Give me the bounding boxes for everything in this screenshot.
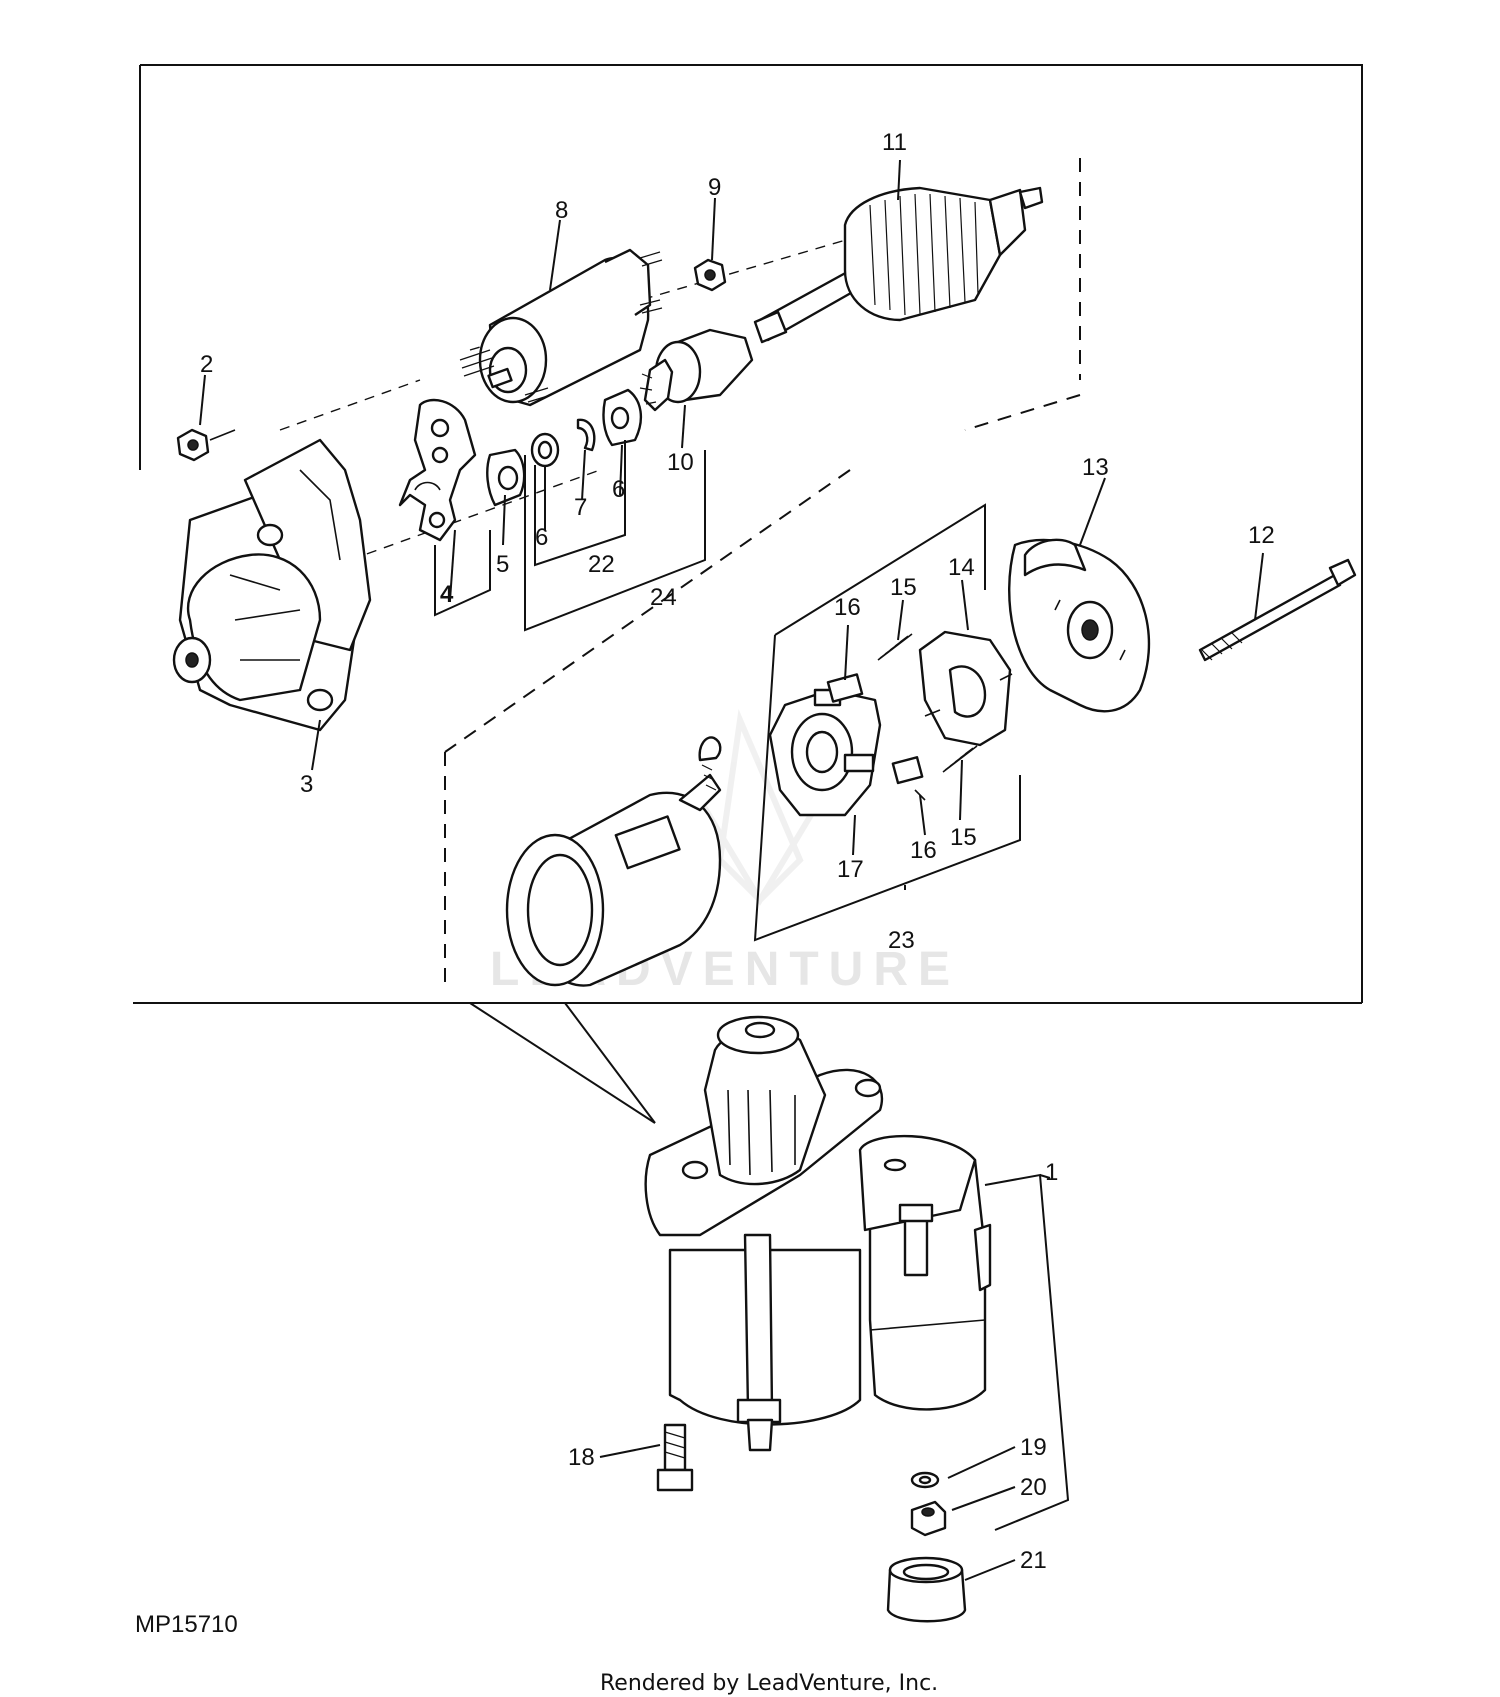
callout-labels: 1 2 3 4 5 6 6 7 8 9 10 11 12 13 14 15 15… [200, 129, 1275, 1574]
nut-part-20 [910, 1500, 947, 1537]
assembly-axes [279, 158, 1081, 985]
brush-part-16-upper [826, 673, 864, 703]
callout-2: 2 [200, 351, 213, 378]
callout-11: 11 [882, 129, 907, 156]
group-bracket-24 [524, 450, 706, 632]
callout-16-lower: 16 [910, 837, 937, 864]
callout-8: 8 [555, 197, 568, 224]
nut-part-9 [693, 258, 727, 292]
callout-21: 21 [1020, 1547, 1047, 1574]
group-bracket-22 [534, 440, 626, 567]
stop-collar-part-6-right [602, 388, 643, 447]
brush-holder-part-17 [768, 688, 882, 817]
callout-13: 13 [1082, 454, 1109, 481]
callout-9: 9 [708, 174, 721, 201]
assembled-starter-part-1 [644, 1015, 992, 1452]
callout-10: 10 [667, 449, 694, 476]
callout-17: 17 [837, 856, 864, 883]
armature-part-11 [753, 186, 1044, 344]
callout-3: 3 [300, 771, 313, 798]
callout-15-upper: 15 [890, 574, 917, 601]
callout-4: 4 [440, 581, 454, 608]
footer-credit: Rendered by LeadVenture, Inc. [600, 1671, 938, 1696]
callout-15-lower: 15 [950, 824, 977, 851]
brush-part-16-lower [891, 756, 926, 801]
brush-plate-part-14 [918, 630, 1013, 747]
bolt-part-18 [656, 1423, 694, 1492]
callout-14: 14 [948, 554, 975, 581]
leader-lines [199, 159, 1264, 1581]
callout-23: 23 [888, 927, 915, 954]
callout-7: 7 [574, 494, 587, 521]
boot-part-21 [886, 1556, 967, 1623]
brush-spring-part-15-lower [942, 745, 978, 773]
callout-16-upper: 16 [834, 594, 861, 621]
pinion-clutch-part-10 [639, 328, 754, 412]
callout-18: 18 [568, 1444, 595, 1471]
through-bolt-part-12 [1198, 558, 1357, 662]
figure-id: MP15710 [135, 1611, 238, 1638]
group-bracket-1 [984, 1173, 1070, 1531]
callout-22: 22 [588, 551, 615, 578]
snap-ring-part-7 [576, 418, 596, 452]
callout-12: 12 [1248, 522, 1275, 549]
callout-6-right: 6 [612, 476, 625, 503]
callout-6-left: 6 [535, 524, 548, 551]
callout-19: 19 [1020, 1434, 1047, 1461]
exploded-view-frame [133, 64, 1363, 1124]
rear-cover-part-13 [1008, 538, 1151, 713]
shift-lever-part-4 [398, 398, 477, 542]
field-frame-yoke [505, 736, 722, 987]
callout-1: 1 [1045, 1159, 1058, 1186]
watermark-logo [697, 708, 823, 906]
callout-24: 24 [650, 584, 677, 611]
solenoid-part-8 [459, 248, 663, 407]
brush-spring-part-15-upper [877, 633, 913, 661]
drive-housing-part-3 [172, 438, 372, 732]
washer-part-19 [910, 1471, 940, 1489]
callout-5: 5 [496, 551, 509, 578]
washer-part-6-left [530, 432, 560, 468]
group-bracket-4 [434, 530, 491, 617]
group-bracket-23 [753, 503, 1021, 942]
nut-part-2 [176, 428, 236, 462]
washer-part-5 [486, 448, 526, 507]
callout-20: 20 [1020, 1474, 1047, 1501]
